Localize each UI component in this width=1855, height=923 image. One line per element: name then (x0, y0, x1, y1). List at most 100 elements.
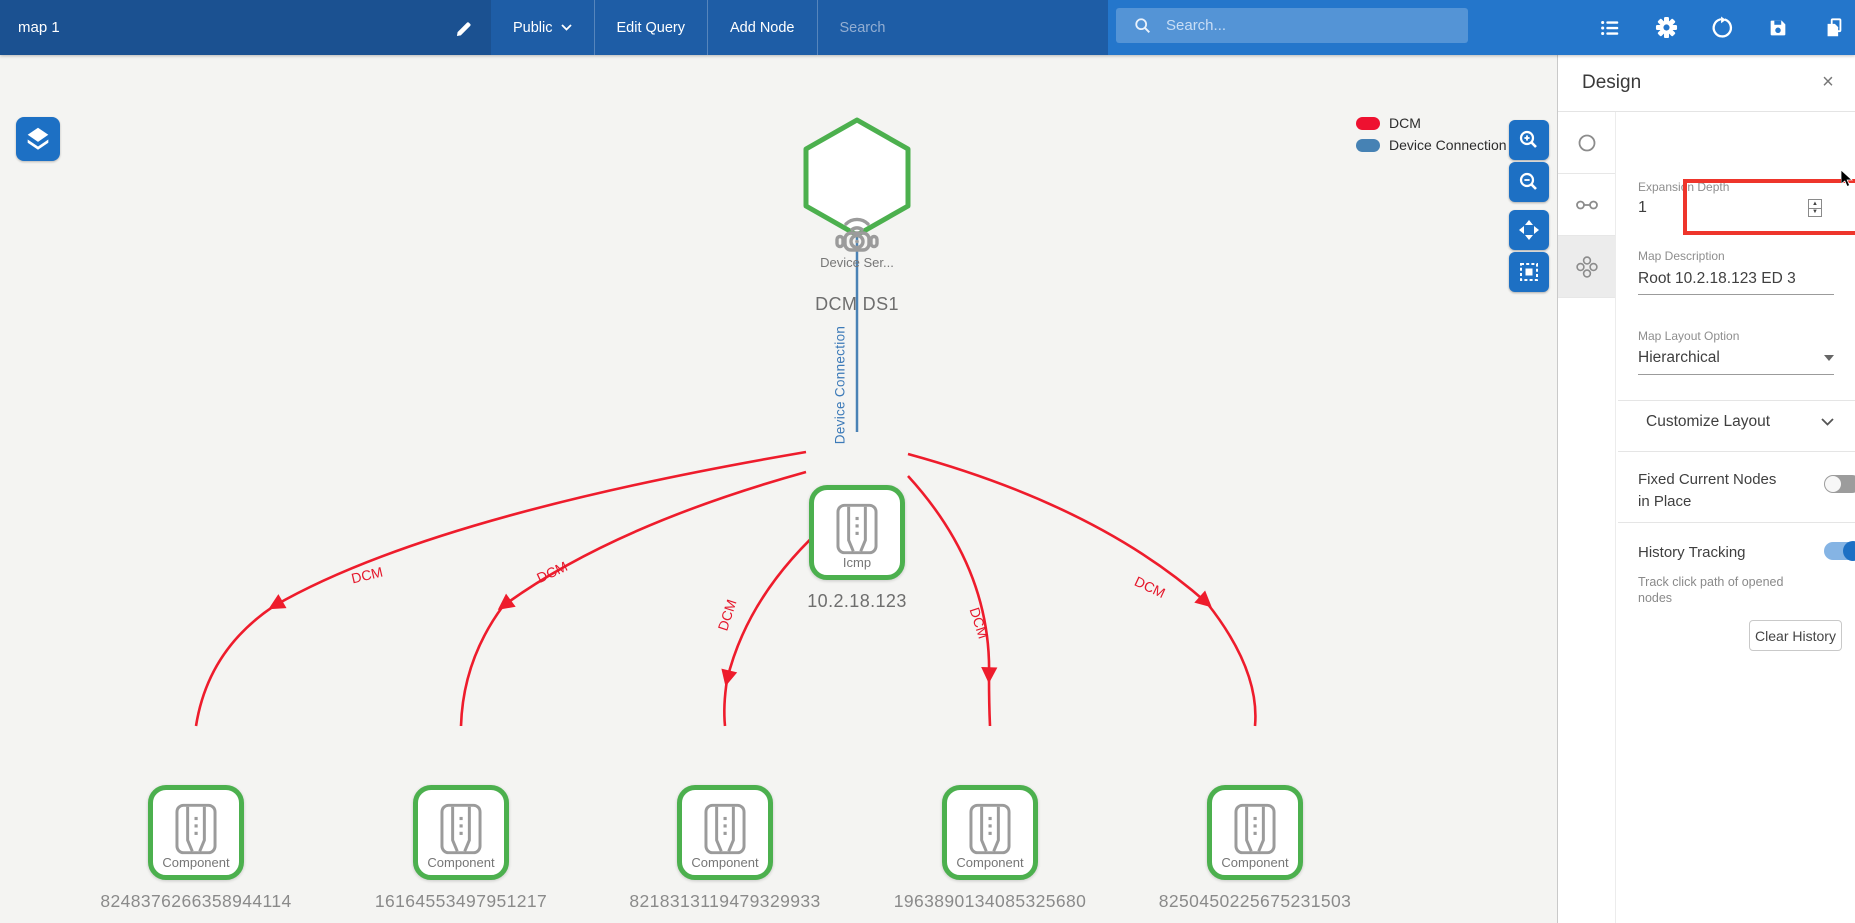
history-tracking-setting: History Tracking (1638, 541, 1855, 564)
design-panel: Design × (1557, 55, 1855, 923)
node-caption-component-3: 8218313119479329933 (629, 891, 821, 911)
node-device-service[interactable]: Device Ser... (806, 195, 908, 285)
divider (1618, 522, 1855, 523)
add-node-button[interactable]: Add Node (708, 0, 817, 55)
map-layout-value: Hierarchical (1638, 349, 1720, 366)
customize-layout-label: Customize Layout (1646, 413, 1771, 430)
design-panel-header: Design × (1558, 55, 1855, 112)
map-description-field: Map Description Root 10.2.18.123 ED 3 (1638, 249, 1834, 295)
edge-label-device-connection: Device Connection (832, 325, 848, 445)
rail-tab-layout[interactable] (1558, 236, 1615, 298)
map-layout-select[interactable]: Hierarchical (1638, 349, 1834, 375)
component-icon (175, 803, 217, 854)
node-type-label: Component (1221, 854, 1289, 870)
edges-dcm (194, 450, 1257, 727)
map-canvas[interactable]: DCM Device Connection (0, 55, 1557, 923)
expansion-depth-input[interactable] (1638, 199, 1808, 217)
history-tracking-toggle[interactable] (1824, 541, 1855, 561)
link-nodes-icon (1575, 200, 1598, 209)
chevron-down-icon (560, 24, 572, 31)
component-icon (440, 803, 482, 854)
top-bar-actions (1108, 0, 1855, 55)
history-icon (1712, 16, 1732, 38)
cluster-icon (1575, 255, 1598, 278)
settings-button[interactable] (1654, 16, 1678, 40)
node-caption-root: DCM DS1 (815, 294, 899, 314)
node-component-3[interactable]: Component (677, 785, 773, 880)
node-type-label: Component (691, 854, 759, 870)
rail-tab-node[interactable] (1558, 112, 1615, 174)
zoom-in-button[interactable] (1509, 120, 1549, 160)
copy-button[interactable] (1822, 16, 1846, 40)
toggle-knob (1843, 541, 1855, 561)
spinner-up-icon[interactable]: ▲ (1812, 200, 1818, 207)
number-spinner[interactable]: ▲ ▼ (1808, 199, 1822, 217)
search-box[interactable] (1116, 8, 1468, 43)
map-description-label: Map Description (1638, 249, 1725, 263)
visibility-dropdown[interactable]: Public (491, 0, 594, 55)
top-bar-menu: Public Edit Query Add Node (491, 0, 1108, 55)
pan-icon (1519, 220, 1539, 240)
divider (1618, 400, 1855, 401)
history-tracking-label: History Tracking (1638, 544, 1746, 561)
edit-title-icon[interactable] (453, 17, 475, 39)
pan-button[interactable] (1509, 210, 1549, 250)
map-layout-field: Map Layout Option Hierarchical (1638, 329, 1834, 375)
search-icon (1135, 17, 1151, 33)
customize-layout-expander[interactable]: Customize Layout (1646, 413, 1834, 431)
edit-query-button[interactable]: Edit Query (595, 0, 708, 55)
layers-icon (27, 127, 49, 150)
layers-button[interactable] (16, 117, 60, 161)
rail-tab-edge[interactable] (1558, 174, 1615, 236)
save-button[interactable] (1766, 16, 1790, 40)
expansion-depth-label: Expansion Depth (1638, 180, 1730, 194)
close-icon[interactable]: × (1822, 70, 1834, 93)
clear-history-button[interactable]: Clear History (1749, 620, 1842, 651)
menu-divider (707, 0, 708, 55)
history-tracking-description: Track click path of opened nodes (1638, 575, 1784, 605)
spinner-down-icon[interactable]: ▼ (1809, 207, 1821, 217)
component-icon (1234, 803, 1276, 854)
circle-icon (1578, 134, 1595, 151)
fixed-nodes-setting: Fixed Current Nodes in Place (1638, 469, 1855, 513)
component-icon (969, 803, 1011, 854)
list-icon (1601, 20, 1619, 35)
legend-swatch-device-connection (1356, 138, 1380, 152)
edit-query-label: Edit Query (616, 19, 686, 36)
node-type-label: Device Ser... (820, 255, 894, 271)
expansion-depth-field: Expansion Depth ▲ ▼ (1638, 180, 1834, 217)
legend-row-dcm: DCM (1356, 112, 1507, 134)
fit-to-screen-button[interactable] (1509, 252, 1549, 292)
node-icmp[interactable]: Icmp (809, 485, 905, 580)
inline-search-input[interactable] (817, 0, 1108, 55)
legend-row-device-connection: Device Connection (1356, 134, 1507, 156)
save-icon (1770, 20, 1786, 35)
zoom-out-button[interactable] (1509, 162, 1549, 202)
panel-title: Design (1582, 72, 1642, 93)
component-icon (836, 503, 878, 554)
map-description-input[interactable]: Root 10.2.18.123 ED 3 (1638, 270, 1834, 295)
fixed-nodes-label: Fixed Current Nodes in Place (1638, 471, 1777, 510)
history-button[interactable] (1710, 16, 1734, 40)
node-type-label: Icmp (842, 554, 872, 570)
node-component-2[interactable]: Component (413, 785, 509, 880)
node-component-5[interactable]: Component (1207, 785, 1303, 880)
search-input[interactable] (1166, 17, 1436, 34)
component-icon (704, 803, 746, 854)
node-type-label: Component (162, 854, 230, 870)
node-caption-icmp: 10.2.18.123 (807, 591, 907, 611)
list-view-button[interactable] (1598, 16, 1622, 40)
legend-label: DCM (1389, 115, 1421, 131)
node-caption-component-2: 16164553497951217 (374, 891, 548, 911)
copy-icon (1827, 17, 1842, 36)
divider (1618, 451, 1855, 452)
node-caption-component-1: 8248376266358944114 (100, 891, 292, 911)
node-component-4[interactable]: Component (942, 785, 1038, 880)
top-bar-title-section: map 1 (0, 0, 491, 55)
design-panel-rail (1558, 112, 1616, 923)
map-title: map 1 (18, 19, 60, 36)
node-component-1[interactable]: Component (148, 785, 244, 880)
fixed-nodes-toggle[interactable] (1824, 475, 1855, 493)
node-type-label: Component (427, 854, 495, 870)
